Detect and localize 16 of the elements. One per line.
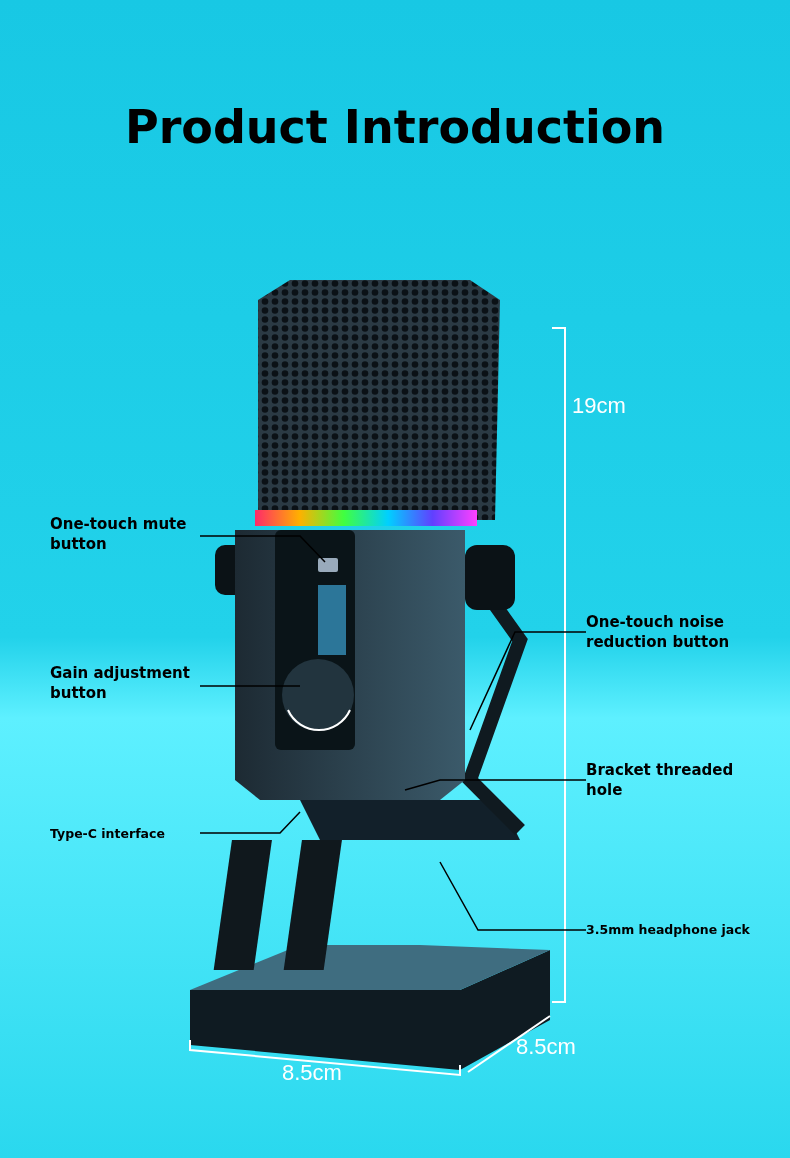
callout-label: Gain adjustment button <box>50 663 200 703</box>
title: Product Introduction <box>123 100 667 154</box>
callout-label: One-touch noise reduction button <box>586 612 766 652</box>
leader-line <box>439 861 587 931</box>
leader-line <box>469 631 587 731</box>
callout-label: Bracket threaded hole <box>586 760 766 800</box>
dimension-label: 8.5cm <box>516 1034 576 1060</box>
leader-line <box>404 779 587 791</box>
callout-label: 3.5mm headphone jack <box>586 920 766 940</box>
callout-label: Type-C interface <box>50 824 200 844</box>
leader-line <box>199 535 326 563</box>
callout-label: One-touch mute button <box>50 514 200 554</box>
dimension-label: 8.5cm <box>282 1060 342 1086</box>
leader-line <box>199 811 301 834</box>
leader-line <box>199 685 301 687</box>
dimension-label: 19cm <box>572 393 626 419</box>
